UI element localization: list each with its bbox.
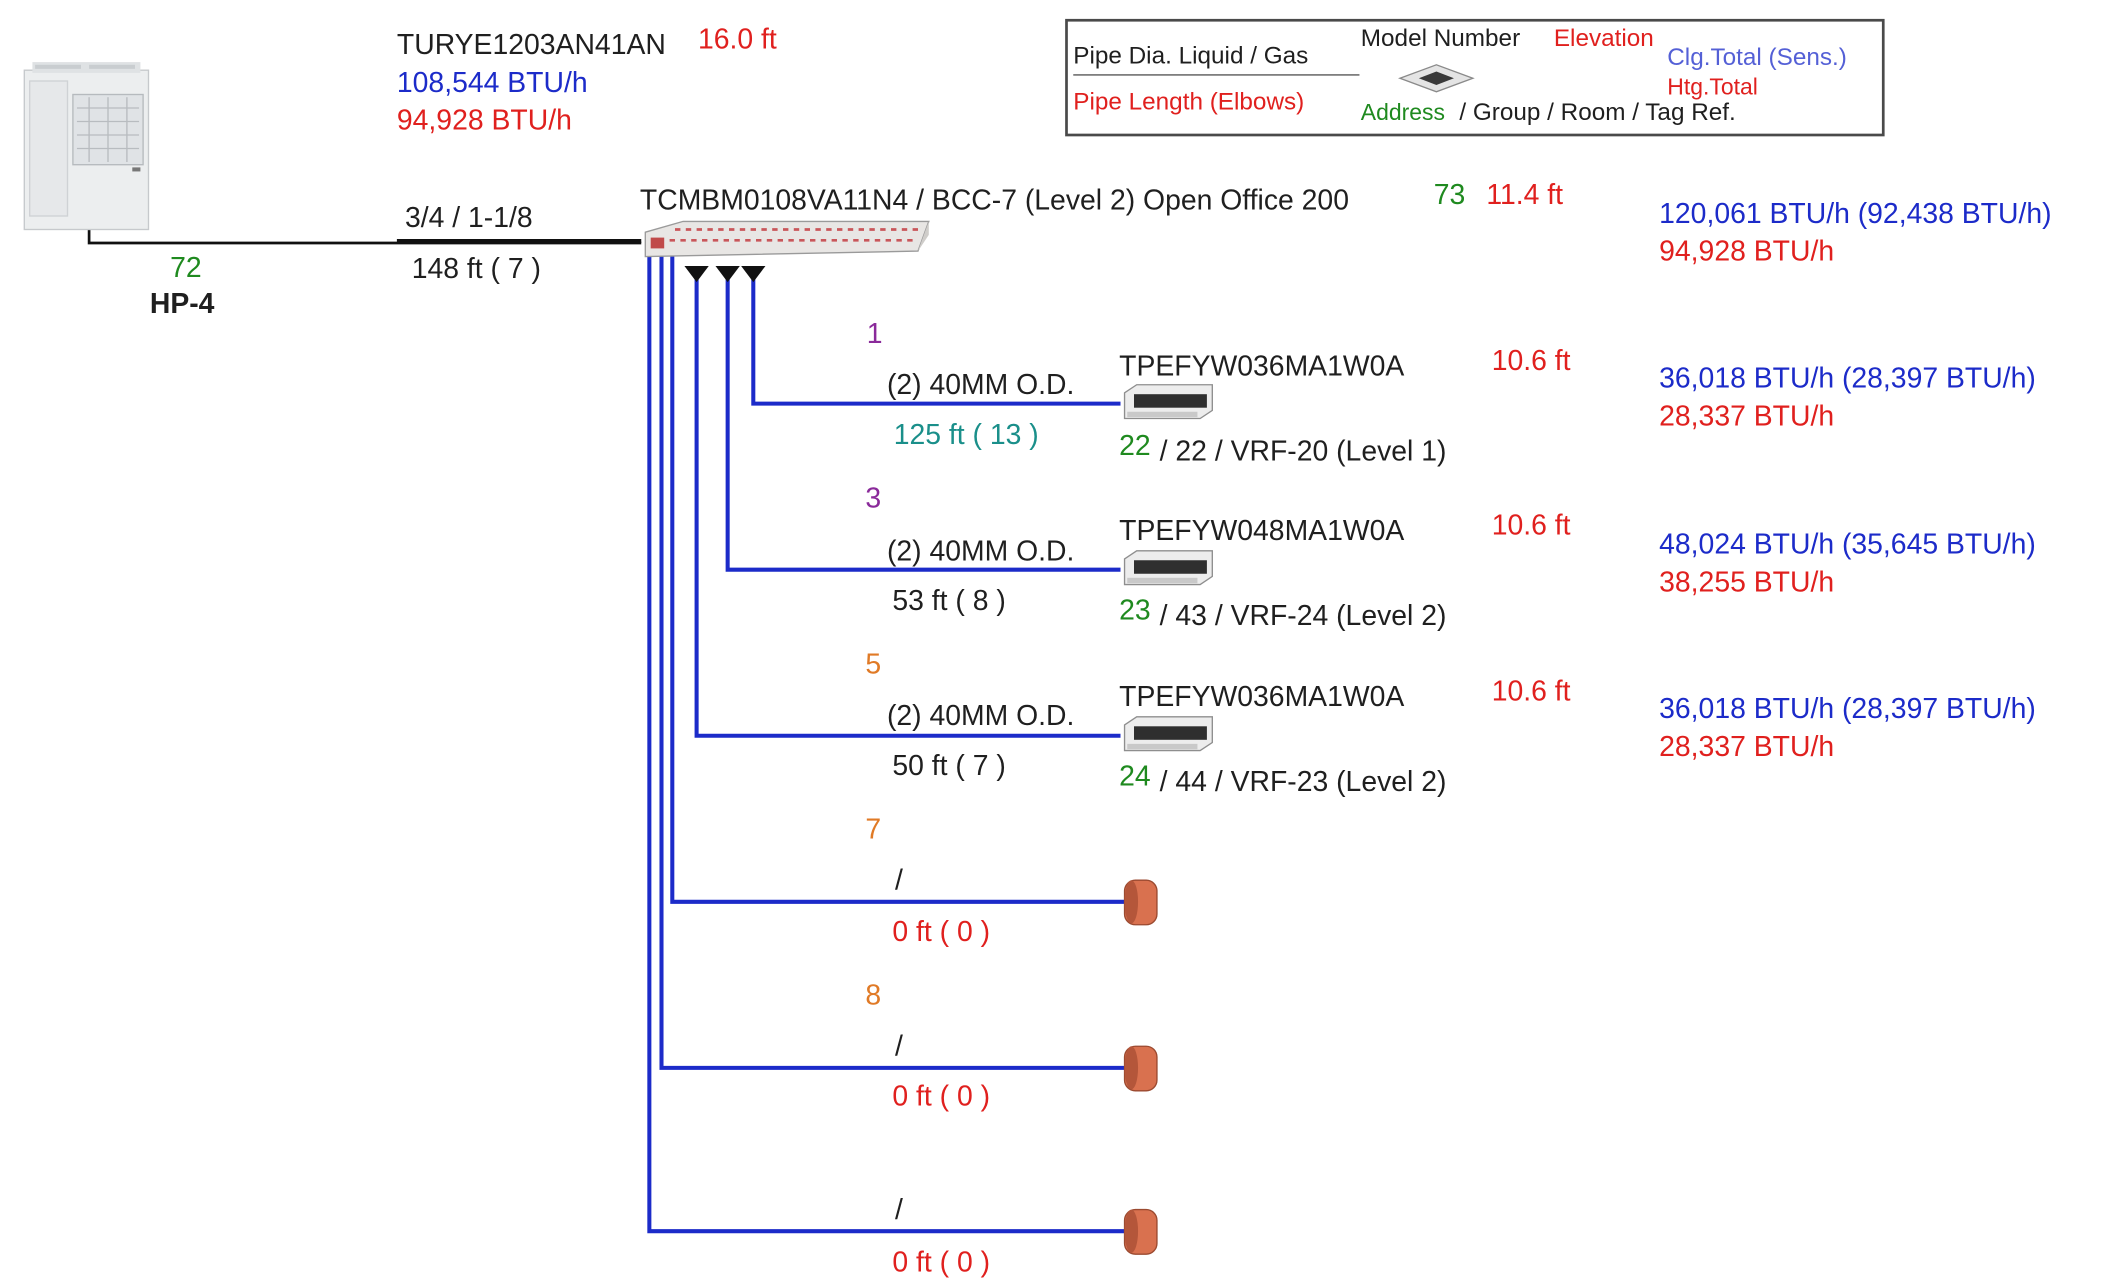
indoor-unit-group-room-tag: / 44 / VRF-23 (Level 2) — [1159, 766, 1447, 798]
outdoor-unit-cooling: 108,544 BTU/h — [396, 67, 588, 99]
indoor-unit-elevation: 10.6 ft — [1491, 510, 1571, 542]
legend-divider — [1073, 74, 1360, 76]
legend-elevation: Elevation — [1553, 24, 1654, 52]
branch-pipe-7 — [670, 252, 1129, 904]
indoor-unit-group-room-tag: / 22 / VRF-20 (Level 1) — [1159, 436, 1447, 468]
indoor-unit-heating: 38,255 BTU/h — [1659, 567, 1835, 599]
pipe-cap-icon — [1123, 879, 1158, 926]
legend: Pipe Dia. Liquid / Gas Pipe Length (Elbo… — [1065, 18, 1885, 137]
indoor-unit-model: TPEFYW036MA1W0A — [1119, 351, 1405, 383]
indoor-unit-heating: 28,337 BTU/h — [1659, 731, 1835, 763]
legend-clg-total: Clg.Total (Sens.) — [1667, 43, 1847, 71]
indoor-unit-address: 24 — [1119, 761, 1151, 793]
ducted-indoor-unit-icon — [1123, 550, 1213, 586]
legend-address: Address — [1360, 99, 1446, 126]
branch-pipe-3 — [725, 270, 1121, 572]
outdoor-condenser-icon — [23, 62, 150, 231]
branch-pipe-diameter: (2) 40MM O.D. — [886, 700, 1075, 732]
indoor-unit-cooling: 36,018 BTU/h (28,397 BTU/h) — [1659, 693, 2036, 725]
main-pipe-length: 148 ft ( 7 ) — [411, 253, 541, 285]
port-number: 7 — [865, 814, 882, 846]
indoor-unit-cooling: 48,024 BTU/h (35,645 BTU/h) — [1659, 529, 2036, 561]
branch-pipe-length: 53 ft ( 8 ) — [892, 585, 1006, 617]
ducted-indoor-unit-icon — [1123, 384, 1213, 420]
ducted-indoor-unit-icon — [1123, 716, 1213, 752]
indoor-unit-elevation: 10.6 ft — [1491, 676, 1571, 708]
port-marker-icon — [741, 265, 766, 283]
outdoor-unit-tag: HP-4 — [149, 288, 215, 320]
branch-pipe-diameter: (2) 40MM O.D. — [886, 369, 1075, 401]
branch-controller-address: 73 — [1433, 179, 1466, 211]
capped-pipe-length: 0 ft ( 0 ) — [892, 916, 991, 948]
outdoor-unit-heating: 94,928 BTU/h — [396, 105, 572, 137]
port-marker-icon — [684, 265, 709, 283]
legend-pipe-dia: Pipe Dia. Liquid / Gas — [1073, 41, 1309, 69]
branch-controller-elevation: 11.4 ft — [1486, 179, 1564, 211]
port-number: 5 — [865, 649, 882, 681]
indoor-unit-group-room-tag: / 43 / VRF-24 (Level 2) — [1159, 600, 1447, 632]
outdoor-unit-model: TURYE1203AN41AN — [396, 29, 666, 61]
branch-pipe-5 — [694, 270, 1121, 738]
outdoor-unit-address: 72 — [170, 252, 202, 284]
indoor-unit-model: TPEFYW036MA1W0A — [1119, 681, 1405, 713]
indoor-unit-address: 22 — [1119, 430, 1151, 462]
capped-pipe-length: 0 ft ( 0 ) — [892, 1081, 991, 1113]
legend-htg-total: Htg.Total — [1667, 74, 1758, 100]
capped-pipe-diameter: / — [895, 1031, 903, 1063]
branch-pipe-8 — [659, 252, 1129, 1070]
capped-pipe-length: 0 ft ( 0 ) — [892, 1247, 991, 1279]
main-pipe-diameter: 3/4 / 1-1/8 — [405, 202, 533, 234]
capped-pipe-diameter: / — [895, 1194, 903, 1226]
legend-group-room-tag: / Group / Room / Tag Ref. — [1459, 98, 1736, 126]
branch-pipe-last — [647, 252, 1129, 1234]
branch-pipe-1 — [751, 270, 1121, 406]
port-marker-icon — [715, 265, 740, 283]
pipe-cap-icon — [1123, 1045, 1158, 1092]
port-number: 8 — [865, 980, 882, 1012]
pipe-cap-icon — [1123, 1208, 1158, 1255]
cassette-unit-icon — [1398, 64, 1475, 93]
branch-controller-icon — [644, 220, 930, 258]
legend-pipe-length: Pipe Length (Elbows) — [1073, 87, 1305, 115]
indoor-unit-elevation: 10.6 ft — [1491, 345, 1571, 377]
port-number: 3 — [865, 483, 882, 515]
outdoor-unit-elevation: 16.0 ft — [697, 24, 777, 56]
port-number: 1 — [866, 318, 883, 350]
capped-pipe-diameter: / — [895, 865, 903, 897]
branch-pipe-length: 125 ft ( 13 ) — [893, 419, 1039, 451]
indoor-unit-heating: 28,337 BTU/h — [1659, 400, 1835, 432]
indoor-unit-cooling: 36,018 BTU/h (28,397 BTU/h) — [1659, 363, 2036, 395]
indoor-unit-model: TPEFYW048MA1W0A — [1119, 515, 1405, 547]
branch-controller-cooling: 120,061 BTU/h (92,438 BTU/h) — [1659, 198, 2052, 230]
branch-controller-label: TCMBM0108VA11N4 / BCC-7 (Level 2) Open O… — [639, 184, 1349, 216]
branch-pipe-diameter: (2) 40MM O.D. — [886, 535, 1075, 567]
legend-model-number: Model Number — [1360, 24, 1521, 52]
branch-pipe-length: 50 ft ( 7 ) — [892, 750, 1006, 782]
indoor-unit-address: 23 — [1119, 595, 1151, 627]
branch-controller-heating: 94,928 BTU/h — [1659, 236, 1835, 268]
